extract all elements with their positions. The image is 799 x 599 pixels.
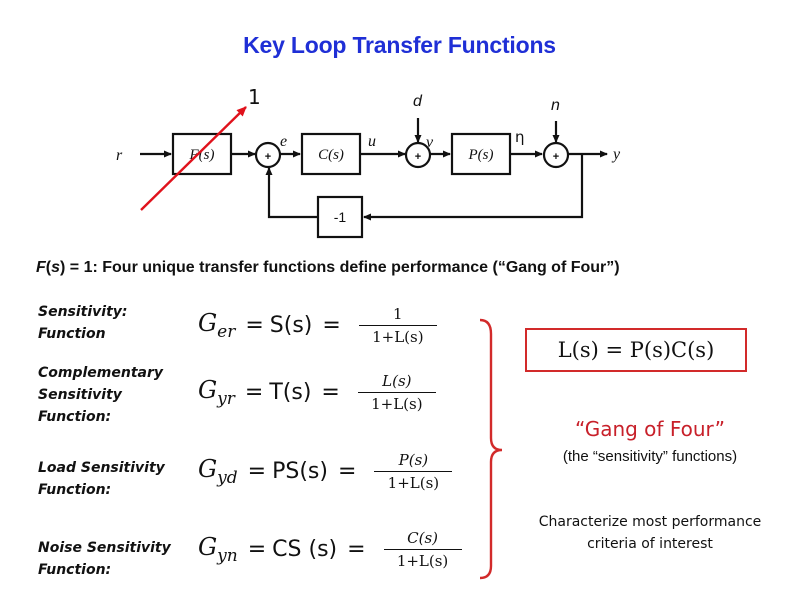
- signal-d: d: [413, 93, 423, 110]
- block-P-label: P(s): [468, 147, 494, 163]
- equation-sensitivity: Ger = S(s) = 1 1+L(s): [198, 305, 437, 346]
- signal-eta: η: [515, 128, 525, 146]
- equation-complementary-sensitivity: Gyr = T(s) = L(s) 1+L(s): [198, 372, 436, 413]
- signal-v: v: [426, 134, 434, 151]
- block-feedback: [316, 195, 364, 239]
- function-label-noise-sensitivity: Noise Sensitivity Function:: [38, 540, 171, 578]
- signal-y: y: [611, 146, 621, 163]
- fraction: 1 1+L(s): [358, 305, 437, 346]
- gang-of-four-description: Characterize most performance criteria o…: [538, 514, 762, 552]
- function-name: CS (s): [272, 537, 338, 562]
- subtitle-s: s: [51, 259, 61, 276]
- signal-u: u: [368, 133, 376, 150]
- subtitle-F: F: [36, 259, 46, 276]
- function-name: T(s): [269, 380, 312, 405]
- fraction: C(s) 1+L(s): [383, 529, 462, 570]
- function-name: S(s): [269, 313, 313, 338]
- curly-brace: [479, 318, 503, 580]
- signal-n: n: [551, 97, 560, 114]
- function-name: PS(s): [272, 459, 328, 484]
- gang-of-four-title: “Gang of Four”: [575, 417, 725, 441]
- summing-junction-2: [404, 141, 432, 169]
- function-label-load-sensitivity: Load Sensitivity Function:: [38, 460, 165, 498]
- summing-junction-3: [542, 141, 570, 169]
- function-label-sensitivity: Sensitivity: Function: [38, 304, 128, 342]
- feedback-path-right: [363, 154, 584, 221]
- page-title: Key Loop Transfer Functions: [243, 32, 556, 58]
- gang-of-four-subtitle: (the “sensitivity” functions): [562, 448, 738, 465]
- block-F-label: F(s): [189, 147, 215, 163]
- equation-noise-sensitivity: Gyn = CS (s) = C(s) 1+L(s): [198, 529, 462, 570]
- feedback-path-left: [265, 167, 318, 219]
- block-feedback-label: -1: [334, 209, 347, 225]
- summing-junction-1: [254, 141, 282, 169]
- block-C: [300, 132, 362, 176]
- function-label-complementary-sensitivity: Complementary Sensitivity Function:: [38, 365, 164, 425]
- fraction: P(s) 1+L(s): [374, 451, 453, 492]
- block-P: [450, 132, 512, 176]
- red-annotation-arrow: [140, 106, 247, 211]
- equation-load-sensitivity: Gyd = PS(s) = P(s) 1+L(s): [198, 451, 453, 492]
- subtitle-text: = 1: Four unique transfer functions defi…: [65, 259, 620, 276]
- sum1-sign: +: [265, 151, 271, 163]
- sum3-sign: +: [553, 151, 559, 163]
- signal-r: r: [116, 147, 123, 164]
- block-diagram: F(s) C(s) P(s) -1 + + + r e u v y d n η …: [116, 85, 621, 239]
- fraction: L(s) 1+L(s): [357, 372, 436, 413]
- sum2-sign: +: [415, 151, 421, 163]
- subtitle: F(s) = 1: Four unique transfer functions…: [36, 259, 620, 276]
- block-F: [171, 132, 233, 176]
- loop-transfer-definition: L(s) = P(s)C(s): [525, 328, 747, 372]
- signal-e: e: [280, 133, 287, 150]
- annotation-value: 1: [248, 85, 261, 109]
- block-C-label: C(s): [318, 147, 344, 163]
